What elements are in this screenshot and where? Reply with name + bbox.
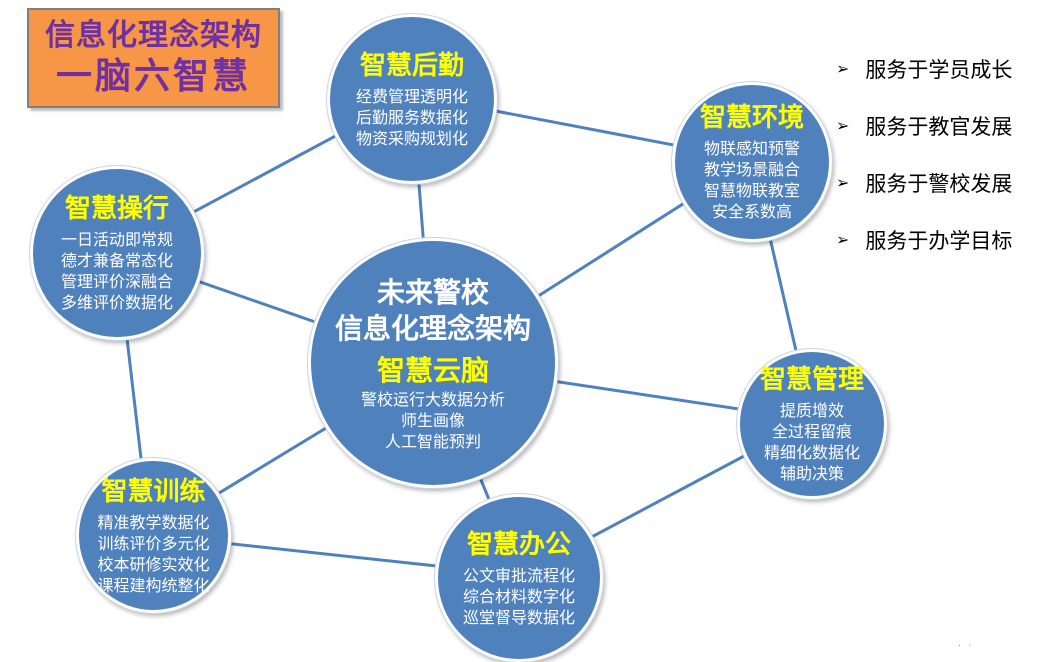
decorative-dots: · · xyxy=(958,641,974,652)
center-line: 警校运行大数据分析 xyxy=(360,389,505,409)
node-caoxing-title: 智慧操行 xyxy=(64,194,169,224)
node-guanli: 智慧管理 提质增效 全过程留痕 精细化数据化 辅助决策 xyxy=(737,349,887,499)
node-bangong-title: 智慧办公 xyxy=(466,529,571,560)
service-item: ➢ 服务于警校发展 xyxy=(836,154,1012,211)
center-heading-line2: 信息化理念架构 xyxy=(334,311,531,345)
center-node: 未来警校 信息化理念架构 智慧云脑 警校运行大数据分析 师生画像 人工智能预判 xyxy=(308,238,558,488)
node-guanli-line: 全过程留痕 xyxy=(771,422,852,441)
node-guanli-line: 精细化数据化 xyxy=(763,443,860,462)
node-caoxing-line: 一日活动即常规 xyxy=(60,230,173,249)
service-item: ➢ 服务于办学目标 xyxy=(836,211,1012,268)
title-box: 信息化理念架构 一脑六智慧 xyxy=(27,8,280,108)
node-caoxing: 智慧操行 一日活动即常规 德才兼备常态化 管理评价深融合 多维评价数据化 xyxy=(30,166,204,340)
node-xunlian-line: 训练评价多元化 xyxy=(97,533,210,553)
node-caoxing-line: 管理评价深融合 xyxy=(60,272,173,291)
service-item: ➢ 服务于教官发展 xyxy=(836,97,1012,154)
node-huanjing-line: 安全系数高 xyxy=(711,202,792,221)
arrow-bullet-icon: ➢ xyxy=(836,116,850,135)
service-item-label: 服务于警校发展 xyxy=(865,171,1013,196)
node-huanjing: 智慧环境 物联感知预警 教学场景融合 智慧物联教室 安全系数高 xyxy=(672,82,832,242)
node-caoxing-line: 多维评价数据化 xyxy=(60,293,173,312)
service-item-label: 服务于办学目标 xyxy=(865,228,1013,253)
service-item-label: 服务于教官发展 xyxy=(865,114,1013,139)
node-houqin: 智慧后勤 经费管理透明化 后勤服务数据化 物资采购规划化 xyxy=(327,14,497,184)
service-list: ➢ 服务于学员成长 ➢ 服务于教官发展 ➢ 服务于警校发展 ➢ 服务于办学目标 xyxy=(836,40,1012,268)
node-bangong-line: 公文审批流程化 xyxy=(462,565,575,585)
node-guanli-line: 辅助决策 xyxy=(779,464,844,483)
node-houqin-line: 经费管理透明化 xyxy=(355,86,468,106)
node-guanli-title: 智慧管理 xyxy=(759,365,864,395)
node-xunlian-line: 课程建构统整化 xyxy=(97,575,210,595)
node-huanjing-line: 教学场景融合 xyxy=(703,160,800,179)
arrow-bullet-icon: ➢ xyxy=(836,59,850,78)
title-line1: 信息化理念架构 xyxy=(45,18,262,53)
node-houqin-title: 智慧后勤 xyxy=(359,50,464,81)
node-xunlian: 智慧训练 精准教学数据化 训练评价多元化 校本研修实效化 课程建构统整化 xyxy=(76,458,231,613)
node-bangong-line: 综合材料数字化 xyxy=(462,586,575,606)
node-bangong: 智慧办公 公文审批流程化 综合材料数字化 巡堂督导数据化 xyxy=(435,494,603,662)
title-line2: 一脑六智慧 xyxy=(55,56,251,97)
node-bangong-line: 巡堂督导数据化 xyxy=(462,607,575,627)
node-houqin-line: 后勤服务数据化 xyxy=(355,107,468,127)
node-houqin-line: 物资采购规划化 xyxy=(355,128,468,148)
service-item: ➢ 服务于学员成长 xyxy=(836,40,1012,97)
center-line: 师生画像 xyxy=(400,410,465,430)
center-title: 智慧云脑 xyxy=(376,353,489,387)
arrow-bullet-icon: ➢ xyxy=(836,230,850,249)
arrow-bullet-icon: ➢ xyxy=(836,173,850,192)
node-caoxing-line: 德才兼备常态化 xyxy=(60,251,173,270)
node-huanjing-line: 智慧物联教室 xyxy=(703,181,800,200)
node-huanjing-line: 物联感知预警 xyxy=(703,139,800,158)
service-item-label: 服务于学员成长 xyxy=(865,57,1013,82)
node-xunlian-title: 智慧训练 xyxy=(101,476,206,507)
center-line: 人工智能预判 xyxy=(384,431,481,451)
node-huanjing-title: 智慧环境 xyxy=(699,103,804,133)
node-guanli-line: 提质增效 xyxy=(779,401,844,420)
center-heading-line1: 未来警校 xyxy=(376,275,489,309)
node-xunlian-line: 精准教学数据化 xyxy=(97,512,210,532)
node-xunlian-line: 校本研修实效化 xyxy=(97,554,210,574)
